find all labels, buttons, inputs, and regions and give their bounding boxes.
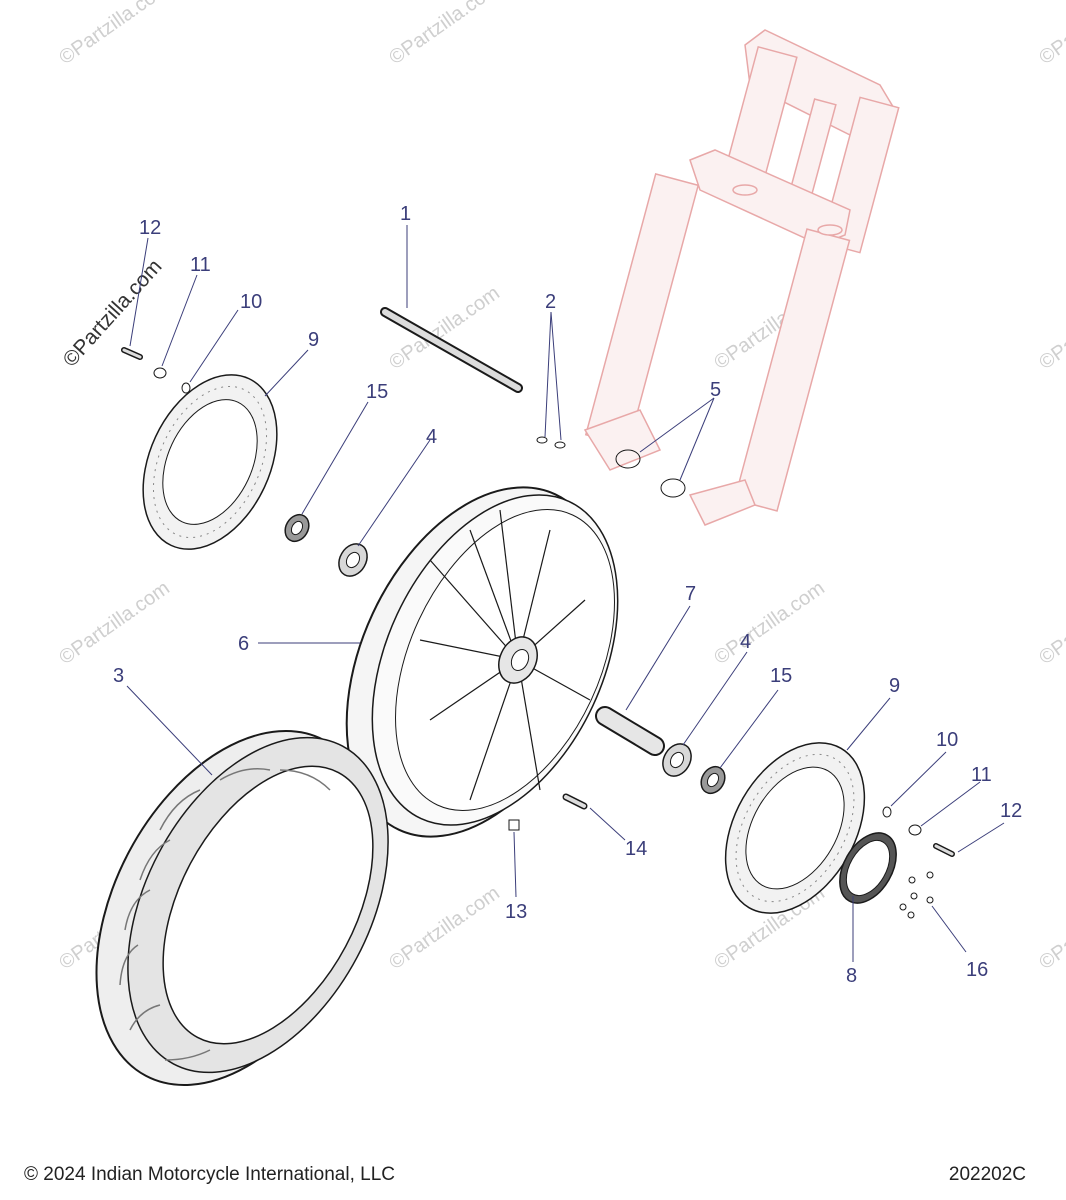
callout-2: 2 [545,291,556,313]
callout-5: 5 [710,379,721,401]
callout-15: 15 [770,665,792,687]
watermark: ©Partzilla.com [1035,882,1066,974]
axle [380,307,523,393]
watermark: ©Partzilla.com [1035,282,1066,374]
seal-right [700,765,726,795]
callout-4: 4 [426,426,437,448]
callout-6: 6 [238,633,249,655]
front-fork-assembly [583,29,900,526]
watermark: ©Partzilla.com [1035,0,1066,69]
axle-spacer [595,706,665,756]
callout-13: 13 [505,901,527,923]
wheel-rim [345,486,619,838]
watermark: ©Partzilla.com [55,0,173,69]
callout-16: 16 [966,959,988,981]
callout-9: 9 [308,329,319,351]
watermark: ©Partzilla.com [55,577,173,669]
callout-10: 10 [240,291,262,313]
callout-11: 11 [971,764,992,786]
fork-spacers [615,449,686,498]
brake-disc-left [142,374,278,550]
callout-14: 14 [625,838,647,860]
callouts: 1 2 3 4 4 5 6 7 8 9 9 10 10 11 11 12 12 … [113,203,1022,987]
bearing-right [662,743,692,777]
left-disc-hardware [121,347,191,394]
valve-stem [562,793,588,810]
watermark-dark: ©Partzilla.com [59,255,167,371]
callout-9: 9 [889,675,900,697]
tire [95,730,389,1086]
watermark: ©Partzilla.com [385,0,503,69]
copyright-notice: © 2024 Indian Motorcycle International, … [24,1164,395,1185]
leader-lines [126,225,1005,962]
callout-12: 12 [139,217,161,239]
watermark: ©Partzilla.com [710,577,828,669]
watermark: ©Partzilla.com [385,882,503,974]
callout-7: 7 [685,583,696,605]
brake-disc-right [724,742,866,914]
callout-10: 10 [936,729,958,751]
bearing-left [338,543,368,577]
callout-12: 12 [1000,800,1022,822]
seal-left [284,513,310,543]
callout-8: 8 [846,965,857,987]
tone-ring [839,832,897,904]
callout-4: 4 [740,631,751,653]
valve-cap [508,819,520,831]
callout-3: 3 [113,665,124,687]
callout-15: 15 [366,381,388,403]
callout-11: 11 [190,254,211,276]
diagram-id: 202202C [948,1164,1026,1185]
pinch-bolts [536,436,566,449]
watermark: ©Partzilla.com [1035,577,1066,669]
right-disc-hardware [882,806,955,919]
callout-1: 1 [400,203,411,225]
